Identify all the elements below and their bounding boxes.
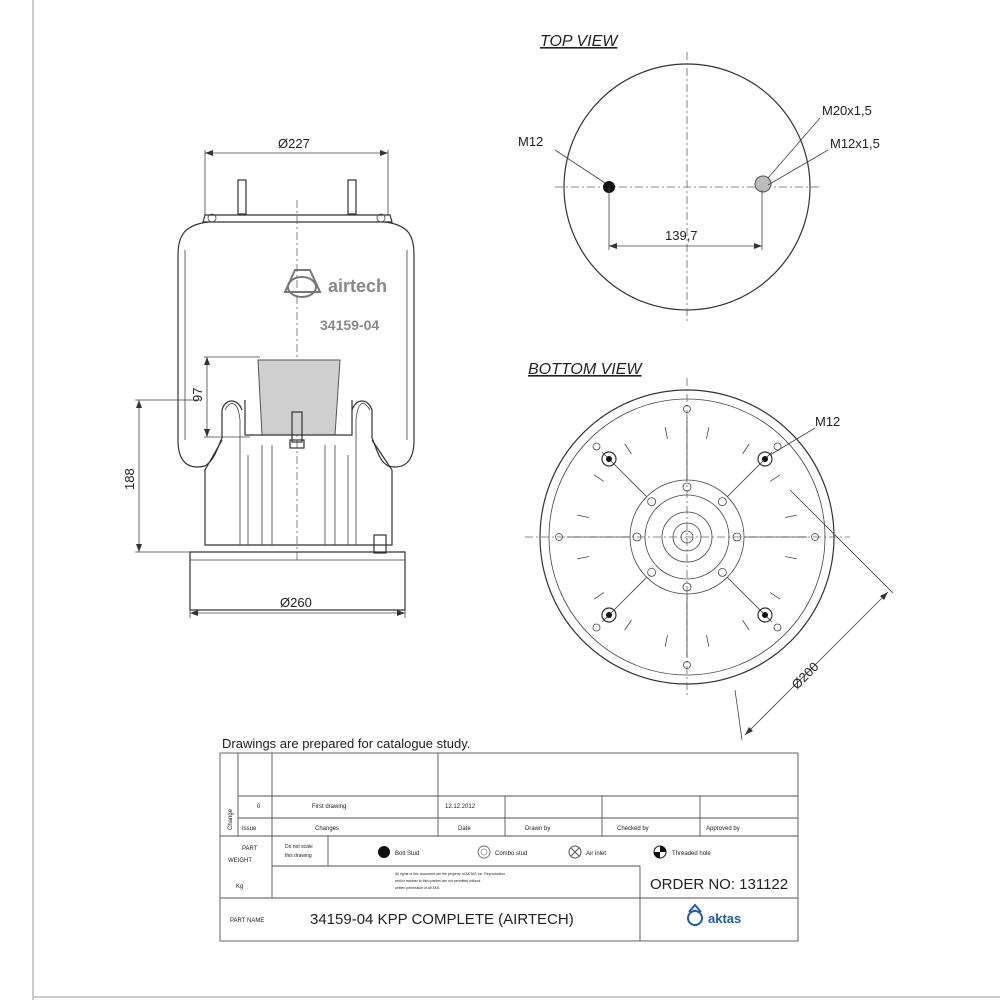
copyright-2: and/or transfer to third parties are not… — [395, 879, 480, 883]
bottom-view-hole — [717, 497, 727, 507]
bottom-view-tick — [577, 514, 589, 518]
catalogue-note: Drawings are prepared for catalogue stud… — [222, 736, 470, 751]
row-date: 12.12.2012 — [445, 804, 476, 810]
hdr-drawn-by: Drawn by — [525, 826, 550, 832]
bottom-view-outer-hole — [773, 442, 782, 451]
bottom-view-tick — [577, 556, 589, 560]
top-view: TOP VIEW 139,7 M12 M20x1,5 M12x1,5 — [518, 33, 880, 322]
label-m12-top: M12 — [518, 134, 543, 149]
legend-threaded-icon — [653, 845, 667, 859]
bottom-view-hole — [647, 497, 657, 507]
part-name: 34159-04 KPP COMPLETE (AIRTECH) — [310, 911, 574, 928]
legend-bolt-icon — [378, 846, 390, 858]
part-weight-label-2: WEIGHT — [228, 858, 252, 864]
airtech-logo: airtech 34159-04 — [283, 269, 387, 333]
scale-note-1: Do not scale — [285, 844, 313, 850]
bottom-view-tick — [664, 635, 668, 647]
part-code: 34159-04 — [320, 317, 379, 333]
scale-note-2: this drawing — [285, 853, 312, 859]
bottom-view-hole — [682, 482, 692, 492]
hdr-checked-by: Checked by — [617, 826, 649, 832]
bottom-view-outer-hole — [592, 442, 601, 451]
title-block: Drawings are prepared for catalogue stud… — [219, 736, 799, 942]
legend-threaded: Threaded hole — [672, 851, 711, 857]
bottom-view-tick — [742, 443, 750, 455]
dim-bottom-diameter-200: Ø200 — [789, 659, 822, 692]
bottom-view-hole — [717, 567, 727, 577]
bottom-view-tick — [742, 619, 750, 631]
bottom-view-hole — [647, 567, 657, 577]
dim-spacing: 139,7 — [665, 228, 698, 243]
bottom-view-tick — [593, 592, 605, 600]
label-m20: M20x1,5 — [822, 103, 872, 118]
legend-air: Air inlet — [586, 851, 606, 857]
dim-height: 188 — [122, 468, 137, 490]
hdr-changes: Changes — [315, 826, 339, 832]
row-issue: 0 — [257, 804, 261, 810]
bottom-view-tick — [769, 592, 781, 600]
bottom-view-tick — [706, 635, 710, 647]
bottom-view-tick — [664, 427, 668, 439]
m20-hole — [754, 175, 772, 193]
top-view-title: TOP VIEW — [540, 33, 619, 50]
part-weight-label-1: PART — [242, 846, 258, 852]
aktas-logo: aktas — [687, 903, 741, 926]
bottom-view-tick — [593, 474, 605, 482]
change-label: Change — [228, 808, 234, 830]
legend-combo: Combo stud — [495, 851, 527, 857]
weight-unit: Kg — [236, 884, 243, 890]
dim-bottom-diameter: Ø260 — [280, 595, 312, 610]
bottom-view-outer-hole — [811, 533, 819, 541]
order-no: ORDER NO: 131122 — [650, 876, 788, 893]
copyright-3: written permission of AKTAS. — [395, 886, 440, 890]
copyright-1: All rights of this document are the prop… — [395, 872, 505, 876]
legend-combo-icon — [477, 845, 491, 859]
hdr-approved-by: Approved by — [706, 826, 740, 832]
label-m12-bottom: M12 — [815, 414, 840, 429]
hdr-date: Date — [458, 826, 471, 832]
bottom-view-tick — [785, 514, 797, 518]
bottom-view: BOTTOM VIEW M12 Ø200 — [525, 361, 894, 741]
bottom-view-hole — [682, 582, 692, 592]
dim-inner-height: 97 — [190, 388, 205, 402]
bottom-view-hole — [732, 532, 742, 542]
bottom-view-tick — [706, 427, 710, 439]
bottom-view-title: BOTTOM VIEW — [528, 361, 643, 378]
legend-air-icon — [568, 845, 582, 859]
bottom-view-tick — [785, 556, 797, 560]
bottom-view-outer-hole — [592, 623, 601, 632]
bottom-view-outer-hole — [555, 533, 563, 541]
label-m12x15: M12x1,5 — [830, 136, 880, 151]
bottom-view-tick — [624, 443, 632, 455]
dim-top-diameter: Ø227 — [278, 136, 310, 151]
company-name: aktas — [708, 911, 741, 926]
side-view: Ø227 airtech 34159-04 — [122, 136, 415, 618]
legend-bolt: Bolt Stud — [395, 851, 419, 857]
bottom-view-tick — [769, 474, 781, 482]
hdr-issue: Issue — [242, 826, 257, 832]
bottom-view-tick — [624, 619, 632, 631]
logo-text: airtech — [328, 276, 387, 296]
bottom-view-outer-hole — [773, 623, 782, 632]
row-changes: First drawing — [312, 804, 346, 810]
bottom-view-hole — [632, 532, 642, 542]
bottom-view-outer-hole — [683, 661, 691, 669]
bottom-view-outer-hole — [683, 405, 691, 413]
part-name-label: PART NAME — [230, 918, 264, 924]
